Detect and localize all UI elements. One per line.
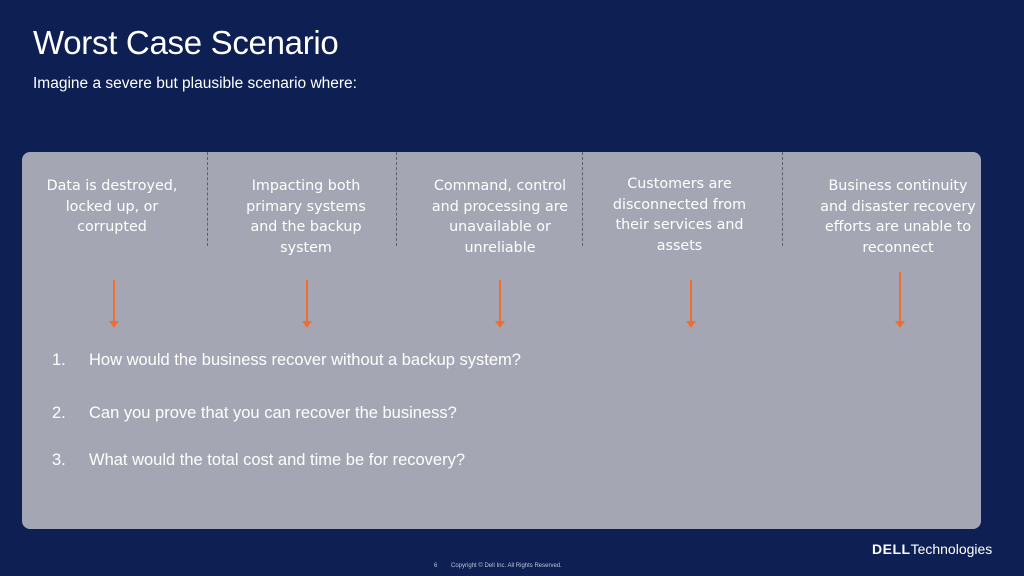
down-arrow-icon xyxy=(302,280,312,328)
column-divider xyxy=(207,152,208,246)
scenario-column-systems: Impacting both primary systems and the b… xyxy=(232,152,380,256)
scenario-column-command: Command, control and processing are unav… xyxy=(420,152,580,256)
scenario-column-data: Data is destroyed, locked up, or corrupt… xyxy=(38,152,186,247)
scenario-column-text: Data is destroyed, locked up, or corrupt… xyxy=(46,178,178,235)
question-number: 1. xyxy=(52,351,66,369)
down-arrow-icon xyxy=(686,280,696,328)
scenario-column-continuity: Business continuity and disaster recover… xyxy=(814,152,982,256)
scenario-column-text: Impacting both primary systems and the b… xyxy=(246,178,366,256)
question-text: What would the total cost and time be fo… xyxy=(89,451,466,469)
logo-brand: DELL xyxy=(872,541,911,557)
column-divider xyxy=(582,152,583,246)
scenario-column-text: Business continuity and disaster recover… xyxy=(820,178,976,256)
question-number: 3. xyxy=(52,451,66,469)
down-arrow-icon xyxy=(495,280,505,328)
dell-technologies-logo: DELLTechnologies xyxy=(872,541,992,557)
column-divider xyxy=(396,152,397,246)
question-text: How would the business recover without a… xyxy=(89,351,521,369)
slide-subtitle: Imagine a severe but plausible scenario … xyxy=(33,75,357,92)
down-arrow-icon xyxy=(109,280,119,328)
question-text: Can you prove that you can recover the b… xyxy=(89,404,457,422)
logo-product: Technologies xyxy=(910,541,993,557)
page-number: 6 xyxy=(434,563,438,569)
scenario-panel: Data is destroyed, locked up, or corrupt… xyxy=(22,152,981,529)
scenario-column-text: Customers are disconnected from their se… xyxy=(612,176,747,254)
down-arrow-icon xyxy=(895,272,905,328)
scenario-column-text: Command, control and processing are unav… xyxy=(431,178,569,256)
copyright-text: Copyright © Dell Inc. All Rights Reserve… xyxy=(451,563,562,569)
slide-title: Worst Case Scenario xyxy=(33,24,339,61)
question-number: 2. xyxy=(52,404,66,422)
scenario-column-customers: Customers are disconnected from their se… xyxy=(602,152,757,254)
slide-footer: 6 Copyright © Dell Inc. All Rights Reser… xyxy=(434,563,562,569)
column-divider xyxy=(782,152,783,246)
